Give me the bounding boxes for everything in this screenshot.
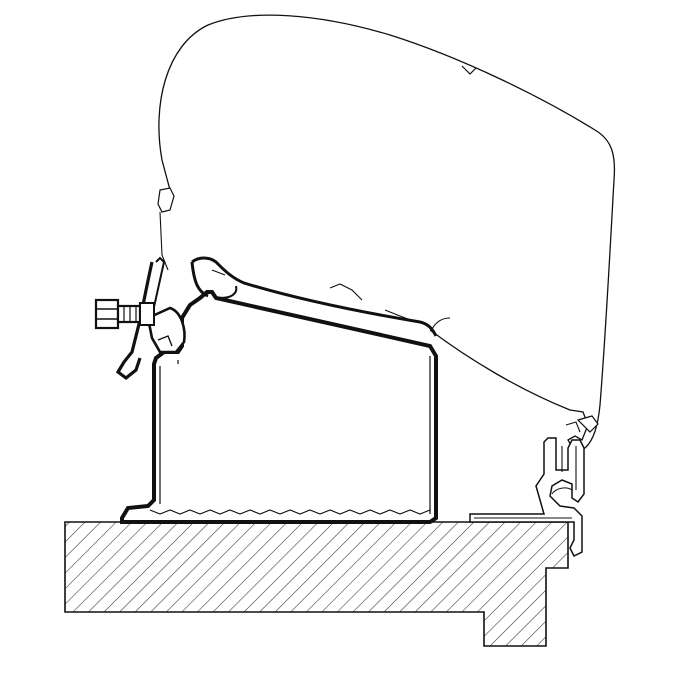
awning-cassette — [157, 14, 616, 453]
bolt-nut — [94, 298, 155, 330]
roof-channel — [469, 437, 585, 558]
adapter-rail — [120, 256, 438, 524]
mounting-bracket — [115, 256, 186, 381]
vehicle-roof-wall — [64, 521, 569, 647]
